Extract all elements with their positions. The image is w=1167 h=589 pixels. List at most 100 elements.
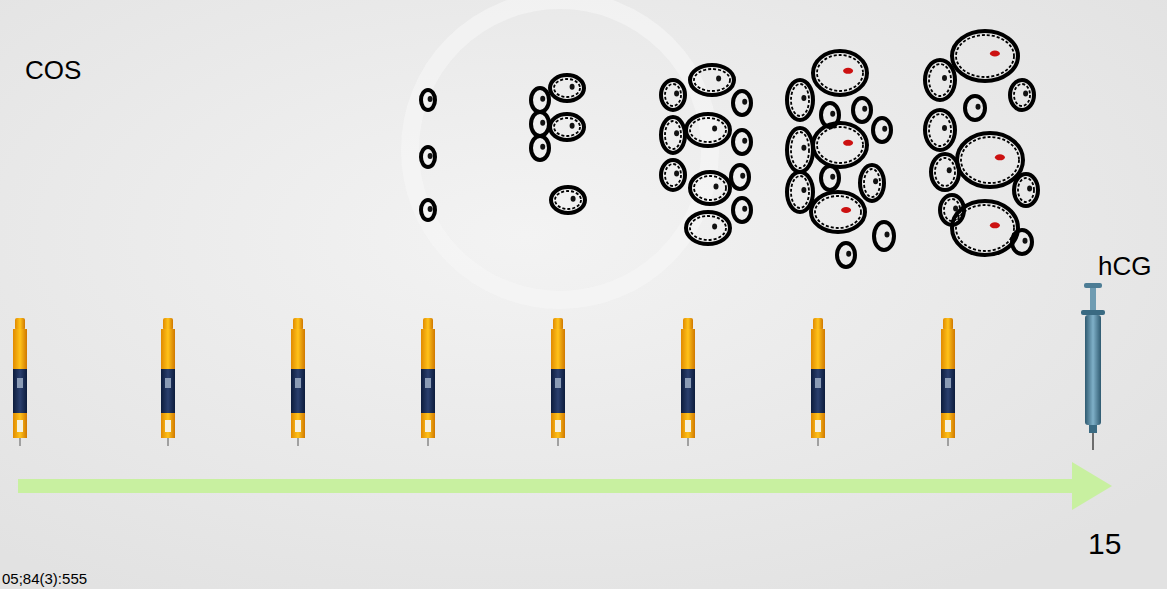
oocyte: [942, 125, 947, 131]
oocyte: [995, 154, 1005, 160]
oocyte: [674, 130, 679, 136]
follicle: [731, 165, 749, 189]
follicle-inner-wall: [817, 55, 863, 91]
follicle-wall: [690, 172, 730, 204]
oocyte: [712, 125, 717, 131]
pen-cartridge: [811, 413, 825, 438]
pen-cap: [553, 318, 563, 330]
pen-needle: [427, 438, 429, 446]
pen-body: [291, 329, 305, 369]
follicle: [421, 200, 435, 220]
pen-scale: [425, 420, 431, 432]
oocyte: [428, 206, 433, 212]
follicle-wall: [661, 160, 685, 190]
oocyte: [714, 183, 719, 189]
follicle-wall: [952, 201, 1018, 255]
injection-pen: [291, 318, 305, 446]
follicle: [853, 98, 871, 122]
oocyte: [801, 95, 806, 101]
follicle: [531, 136, 549, 160]
follicle-inner-wall: [1014, 84, 1030, 106]
follicles: [421, 31, 1038, 267]
follicle: [874, 222, 894, 250]
follicle: [550, 114, 584, 140]
follicle-wall: [690, 65, 734, 95]
plunger-rod: [1090, 288, 1096, 312]
follicle-wall: [1012, 230, 1032, 254]
follicle: [787, 172, 813, 212]
follicle-wall: [686, 114, 730, 146]
injection-pen: [13, 318, 27, 446]
pen-needle: [947, 438, 949, 446]
pen-cartridge: [13, 413, 27, 438]
page-number: 15: [1088, 527, 1121, 560]
follicle-wall: [957, 133, 1023, 187]
follicle: [925, 60, 955, 100]
follicle-wall: [531, 136, 549, 160]
arrow-head: [1072, 462, 1112, 510]
follicle-inner-wall: [956, 35, 1014, 77]
follicle: [837, 243, 855, 267]
pen-cartridge: [681, 413, 695, 438]
oocyte: [571, 196, 576, 202]
follicle-wall: [661, 117, 685, 153]
follicle: [957, 133, 1023, 187]
injection-pen: [681, 318, 695, 446]
oocyte: [674, 91, 679, 97]
pen-window: [685, 378, 691, 388]
follicle-wall: [837, 243, 855, 267]
follicle-inner-wall: [929, 64, 951, 96]
pen-cap: [163, 318, 173, 330]
pen-cap: [943, 318, 953, 330]
pen-grip: [811, 369, 825, 413]
follicle: [813, 51, 867, 95]
pen-grip: [941, 369, 955, 413]
stage-label: COS: [25, 56, 81, 85]
oocyte: [990, 222, 1000, 228]
follicle: [821, 166, 839, 190]
follicle-inner-wall: [1018, 178, 1034, 202]
pen-window: [555, 378, 561, 388]
oocyte: [841, 207, 851, 213]
pen-cartridge: [421, 413, 435, 438]
follicle-wall: [731, 165, 749, 189]
oocyte: [674, 171, 679, 177]
drug-label: hCG: [1098, 252, 1151, 281]
follicle: [686, 114, 730, 146]
oocyte: [570, 84, 575, 90]
follicle-wall: [931, 154, 959, 190]
follicle: [860, 165, 884, 201]
follicle-inner-wall: [665, 164, 681, 186]
follicle: [1014, 174, 1038, 206]
follicle: [733, 130, 751, 154]
follicle-inner-wall: [961, 137, 1019, 183]
follicle-inner-wall: [791, 84, 809, 116]
pen-window: [425, 378, 431, 388]
follicle-wall: [925, 60, 955, 100]
oocyte: [742, 206, 747, 212]
oocyte: [712, 223, 717, 229]
hub: [1089, 425, 1097, 433]
follicle-inner-wall: [791, 132, 809, 168]
oocyte: [873, 178, 878, 184]
follicle-wall: [811, 192, 865, 232]
pen-grip: [421, 369, 435, 413]
oocyte: [843, 140, 853, 146]
pen-grip: [291, 369, 305, 413]
follicle: [811, 192, 865, 232]
barrel-flange: [1081, 310, 1105, 315]
pen-cartridge: [941, 413, 955, 438]
oocyte: [942, 75, 947, 81]
oocyte: [540, 144, 545, 150]
follicle-inner-wall: [864, 169, 880, 197]
follicle: [813, 123, 867, 167]
pen-scale: [295, 420, 301, 432]
follicle-inner-wall: [554, 79, 580, 97]
follicle-inner-wall: [956, 205, 1014, 251]
oocyte: [862, 106, 867, 112]
injection-pens: [13, 318, 955, 446]
follicle-wall: [925, 110, 955, 150]
follicle: [1010, 80, 1034, 110]
pen-body: [13, 329, 27, 369]
